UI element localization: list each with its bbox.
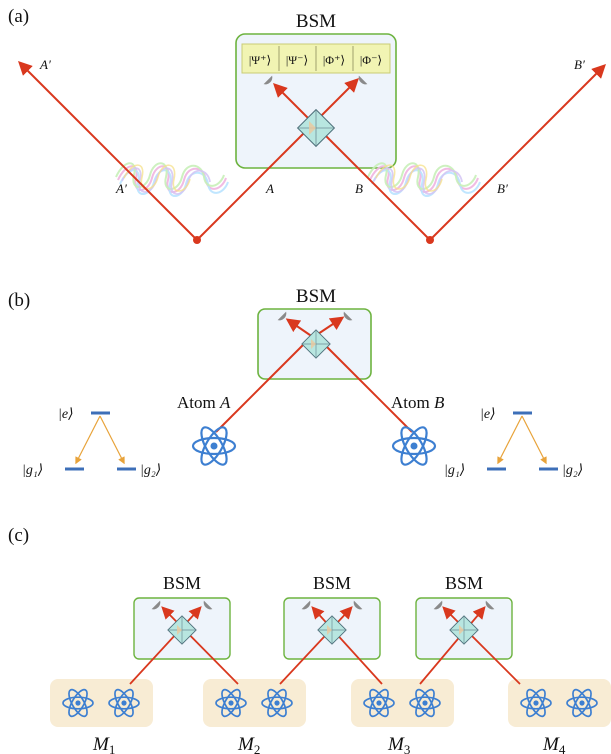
panel-c: (c) BSM BSM BSM <box>8 525 611 754</box>
panel-b: (b) BSM Atom A Atom B |e⟩ |g₁⟩ |g₂⟩ <box>8 286 583 478</box>
level-g1-right: |g₁⟩ <box>444 463 465 478</box>
memory-node-2 <box>203 679 306 727</box>
label-outer-b-prime: B′ <box>574 57 585 72</box>
beam-b-to-bsm <box>329 139 431 241</box>
state-psi-plus: |Ψ⁺⟩ <box>249 53 271 67</box>
atom-b-label: Atom B <box>391 393 445 412</box>
memory-label-2: M2 <box>237 734 260 754</box>
memory-node-1 <box>50 679 153 727</box>
memory-label-3: M3 <box>387 734 410 754</box>
bsm-label-c2: BSM <box>313 573 351 593</box>
atom-a-label: Atom A <box>177 393 231 412</box>
level-e-right: |e⟩ <box>480 407 496 422</box>
level-diagram-left: |e⟩ |g₁⟩ |g₂⟩ <box>22 407 161 478</box>
label-inner-a: A <box>265 181 274 196</box>
beam-a-prime-left <box>18 61 198 241</box>
beam-atom-b <box>325 345 413 433</box>
fiber-coil-left <box>115 162 229 197</box>
state-psi-minus: |Ψ⁻⟩ <box>286 53 308 67</box>
label-inner-b-prime: B′ <box>497 181 508 196</box>
level-e-left: |e⟩ <box>58 407 74 422</box>
label-outer-a-prime: A′ <box>39 57 51 72</box>
level-g2-right: |g₂⟩ <box>562 463 583 478</box>
level-diagram-right: |e⟩ |g₁⟩ |g₂⟩ <box>444 407 583 478</box>
level-g1-left: |g₁⟩ <box>22 463 43 478</box>
panel-a: (a) BSM |Ψ⁺⟩ |Ψ⁻⟩ |Φ⁺⟩ |Φ⁻⟩ A′ B′ A′ A B <box>8 6 606 244</box>
memory-label-4: M4 <box>542 734 566 754</box>
beam-atom-a <box>215 341 307 433</box>
beams-c <box>129 606 521 685</box>
source-left <box>193 236 201 244</box>
atom-a-icon <box>191 422 237 470</box>
panel-a-label: (a) <box>8 6 29 27</box>
label-inner-a-prime: A′ <box>115 181 127 196</box>
state-phi-plus: |Φ⁺⟩ <box>323 53 345 67</box>
memory-node-3 <box>351 679 454 727</box>
bsm-label-c1: BSM <box>163 573 201 593</box>
panel-b-label: (b) <box>8 290 30 311</box>
bsm-label-b: BSM <box>296 286 336 307</box>
memory-label-1: M1 <box>92 734 115 754</box>
bsm-label-a: BSM <box>296 11 336 32</box>
beam-b-prime-right <box>429 64 606 241</box>
fiber-coil-right <box>367 162 481 197</box>
panel-c-label: (c) <box>8 525 29 546</box>
atom-b-icon <box>391 422 437 470</box>
label-inner-b: B <box>355 181 363 196</box>
source-right <box>426 236 434 244</box>
state-phi-minus: |Φ⁻⟩ <box>360 53 382 67</box>
bsm-label-c3: BSM <box>445 573 483 593</box>
beam-a-to-bsm <box>196 132 305 241</box>
level-g2-left: |g₂⟩ <box>140 463 161 478</box>
memory-node-4 <box>508 679 611 727</box>
